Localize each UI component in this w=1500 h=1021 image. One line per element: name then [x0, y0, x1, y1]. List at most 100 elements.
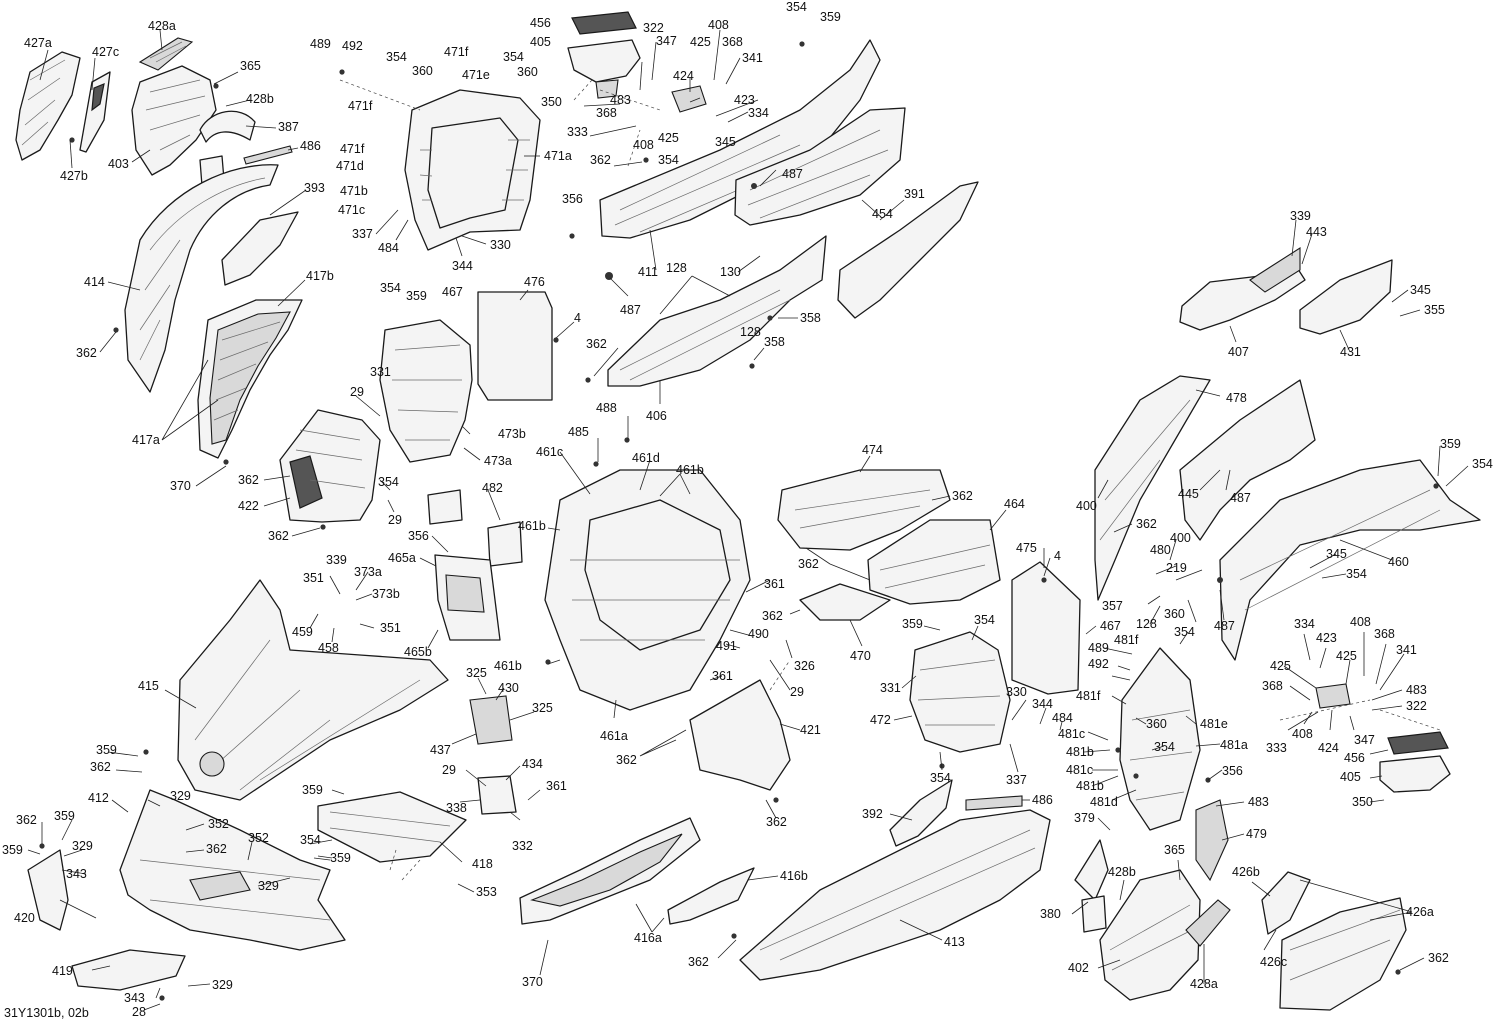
label-417a: 417a [132, 433, 160, 447]
label-488: 488 [596, 401, 617, 415]
label-29: 29 [790, 685, 804, 699]
label-473b: 473b [498, 427, 526, 441]
label-415: 415 [138, 679, 159, 693]
label-334: 334 [748, 106, 769, 120]
label-461a: 461a [600, 729, 628, 743]
label-467: 467 [1100, 619, 1121, 633]
label-362: 362 [616, 753, 637, 767]
label-344: 344 [1032, 697, 1053, 711]
label-416a: 416a [634, 931, 662, 945]
label-400: 400 [1170, 531, 1191, 545]
label-341: 341 [742, 51, 763, 65]
label-354: 354 [930, 771, 951, 785]
label-219: 219 [1166, 561, 1187, 575]
part-479-mesh [1195, 799, 1229, 882]
part-434-bracket [477, 775, 517, 815]
label-479: 479 [1246, 827, 1267, 841]
label-29: 29 [442, 763, 456, 777]
part-380-panel [1074, 839, 1109, 933]
label-405: 405 [1340, 770, 1361, 784]
part-476-panel [477, 291, 553, 401]
label-354: 354 [1174, 625, 1195, 639]
label-484: 484 [378, 241, 399, 255]
label-406: 406 [646, 409, 667, 423]
part-414-side-cover [124, 164, 279, 393]
label-356: 356 [408, 529, 429, 543]
label-420: 420 [14, 911, 35, 925]
label-362: 362 [798, 557, 819, 571]
label-354: 354 [1154, 740, 1175, 754]
label-368: 368 [722, 35, 743, 49]
part-454-cover [734, 107, 906, 226]
part-403-housing [131, 65, 217, 176]
label-392: 392 [862, 807, 883, 821]
label-362: 362 [206, 842, 227, 856]
label-354: 354 [1346, 567, 1367, 581]
label-368: 368 [596, 106, 617, 120]
label-331: 331 [370, 365, 391, 379]
label-370: 370 [522, 975, 543, 989]
part-417-headlight-frame [197, 299, 303, 459]
label-426a: 426a [1406, 905, 1434, 919]
label-337: 337 [352, 227, 373, 241]
part-407-cover [1179, 246, 1306, 331]
part-470-bracket [799, 583, 891, 621]
label-362: 362 [90, 760, 111, 774]
label-416b: 416b [780, 869, 808, 883]
label-489: 489 [1088, 641, 1109, 655]
label-325: 325 [532, 701, 553, 715]
label-373a: 373a [354, 565, 382, 579]
label-481a: 481a [1220, 738, 1248, 752]
label-368: 368 [1262, 679, 1283, 693]
label-351: 351 [303, 571, 324, 585]
label-408: 408 [1350, 615, 1371, 629]
fasteners [39, 41, 1439, 1001]
part-482-bins [427, 489, 523, 567]
label-352: 352 [208, 817, 229, 831]
label-482: 482 [482, 481, 503, 495]
label-354: 354 [378, 475, 399, 489]
label-365: 365 [1164, 843, 1185, 857]
label-343: 343 [124, 991, 145, 1005]
label-339: 339 [1290, 209, 1311, 223]
label-354: 354 [503, 50, 524, 64]
label-492: 492 [1088, 657, 1109, 671]
label-423: 423 [734, 93, 755, 107]
part-418-skid-plate [317, 791, 467, 863]
part-415-front-hood [177, 579, 449, 801]
label-411: 411 [638, 265, 658, 279]
part-426a-side-panel [1279, 897, 1407, 1011]
label-459: 459 [292, 625, 313, 639]
label-380: 380 [1040, 907, 1061, 921]
label-362: 362 [586, 337, 607, 351]
label-359: 359 [54, 809, 75, 823]
label-391: 391 [904, 187, 925, 201]
label-486: 486 [300, 139, 321, 153]
label-361: 361 [712, 669, 733, 683]
label-473a: 473a [484, 454, 512, 468]
label-456: 456 [530, 16, 551, 30]
part-481a-frame [1119, 647, 1201, 831]
label-326: 326 [794, 659, 815, 673]
label-368: 368 [1374, 627, 1395, 641]
label-480: 480 [1150, 543, 1171, 557]
part-387-deflector [199, 110, 256, 143]
label-130: 130 [720, 265, 741, 279]
part-420-corner [27, 849, 69, 931]
label-28: 28 [132, 1005, 146, 1019]
label-358: 358 [800, 311, 821, 325]
label-465b: 465b [404, 645, 432, 659]
label-330: 330 [490, 238, 511, 252]
label-471f: 471f [444, 45, 469, 59]
label-359: 359 [902, 617, 923, 631]
label-4: 4 [574, 311, 581, 325]
label-362: 362 [16, 813, 37, 827]
label-362: 362 [1428, 951, 1449, 965]
label-359: 359 [1440, 437, 1461, 451]
label-492: 492 [342, 39, 363, 53]
label-454: 454 [872, 207, 893, 221]
label-354: 354 [1472, 457, 1493, 471]
label-487: 487 [620, 303, 641, 317]
part-431-cover [1299, 259, 1393, 335]
label-408: 408 [633, 138, 654, 152]
